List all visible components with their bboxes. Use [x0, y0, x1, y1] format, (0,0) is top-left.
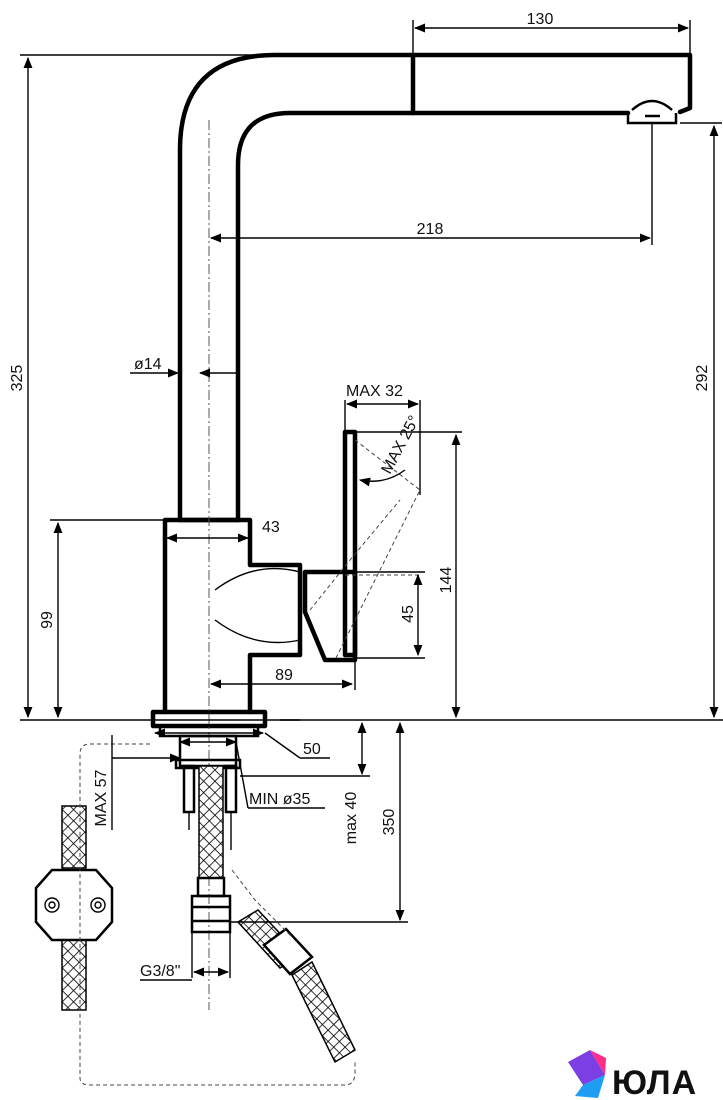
- hoses: [34, 765, 356, 1064]
- dim-label-lever-angle: MAX 25°: [379, 413, 424, 477]
- dim-label-pipe-diameter: ø14: [134, 356, 162, 373]
- dim-label-reach: 218: [417, 221, 444, 238]
- dim-label-body-diameter: 43: [262, 519, 280, 536]
- dim-label-handle-height: 45: [400, 605, 417, 623]
- dim-label-lever-travel: MAX 32: [346, 383, 403, 400]
- dim-label-thread: G3/8": [140, 963, 180, 980]
- dim-label-stud-length: MAX 57: [93, 769, 110, 826]
- dim-label-spout-length: 130: [527, 11, 554, 28]
- yula-logo: ЮЛА: [568, 1050, 697, 1100]
- dim-label-base-diameter: 50: [303, 741, 321, 758]
- dimension-lines: 130 218 325 292 ø14 MAX 32 MAX 25° 144 9…: [9, 11, 722, 981]
- dim-label-body-height: 99: [39, 611, 56, 629]
- dim-label-handle-reach: 89: [275, 667, 293, 684]
- mounting-hardware: [174, 734, 242, 850]
- lever-travel-dashed: [309, 439, 421, 661]
- dim-label-outlet-height: 292: [694, 365, 711, 392]
- yula-logo-text: ЮЛА: [612, 1064, 697, 1100]
- dim-label-deck-thickness: max 40: [343, 792, 360, 845]
- dim-label-handle-top-height: 144: [438, 567, 455, 594]
- dim-label-hose-length: 350: [381, 809, 398, 836]
- hose-path-dashed: [231, 869, 291, 936]
- yula-logo-mark: [568, 1050, 606, 1098]
- dim-label-mounting-hole: MIN ø35: [249, 791, 310, 808]
- faucet-outline: [150, 52, 693, 738]
- dim-label-total-height: 325: [9, 365, 26, 392]
- cabinet-outline: [79, 743, 356, 1086]
